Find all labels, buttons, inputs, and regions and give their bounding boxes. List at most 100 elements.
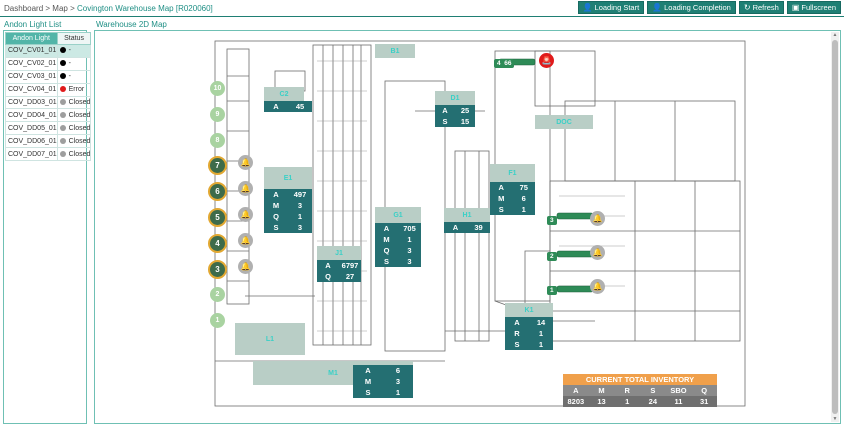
fullscreen-button[interactable]: ▣Fullscreen xyxy=(786,1,841,14)
loading-start-button[interactable]: 👤Loading Start xyxy=(577,1,645,14)
card-key: S xyxy=(514,340,520,349)
card-value: 1 xyxy=(395,388,401,397)
card-key: A xyxy=(452,223,459,232)
alarm-light-icon[interactable]: 🚨 xyxy=(539,53,554,68)
andon-light-icon[interactable]: 🔔 xyxy=(238,207,253,222)
status-dot-icon xyxy=(59,150,66,157)
breadcrumb-current: Covington Warehouse Map [R020060] xyxy=(76,4,213,13)
dock-door-6[interactable]: 6 xyxy=(208,182,227,202)
user-icon: 👤 xyxy=(582,2,593,12)
breadcrumb-dashboard[interactable]: Dashboard xyxy=(4,4,44,13)
status-dot-icon xyxy=(59,111,66,118)
conveyor-chip[interactable]: 1 xyxy=(547,286,557,295)
andon-light-icon[interactable]: 🔔 xyxy=(590,245,605,260)
andon-list-title: Andon Light List xyxy=(4,20,62,29)
dock-door-10[interactable]: 10 xyxy=(210,81,225,96)
dock-door-9[interactable]: 9 xyxy=(210,106,225,122)
card-value: 497 xyxy=(293,190,307,199)
card-value: 14 xyxy=(536,318,546,327)
card-key: S xyxy=(273,223,279,232)
dock-door-7[interactable]: 7 xyxy=(208,156,227,176)
scroll-up-icon[interactable]: ▲ xyxy=(832,32,838,38)
inventory-value-cell: 11 xyxy=(674,397,683,406)
inventory-header-cell: R xyxy=(624,386,630,395)
andon-row[interactable]: COV_CV02_01- xyxy=(5,56,92,71)
conveyor-chip[interactable]: 2 xyxy=(547,252,557,261)
andon-light-name: COV_CV04_01 xyxy=(5,82,58,97)
conveyor-chip[interactable]: 3 xyxy=(547,216,557,225)
dock-door-2[interactable]: 2 xyxy=(210,287,225,303)
zone-block: L1 xyxy=(235,323,305,355)
card-value: 1 xyxy=(538,340,544,349)
andon-light-icon[interactable]: 🔔 xyxy=(590,279,605,294)
dock-door-3[interactable]: 3 xyxy=(208,259,227,279)
dock-chip[interactable]: 4 66 xyxy=(494,59,515,68)
andon-row[interactable]: COV_CV03_01- xyxy=(5,69,92,84)
col-status[interactable]: Status xyxy=(56,32,92,45)
breadcrumb: Dashboard > Map > Covington Warehouse Ma… xyxy=(4,4,213,13)
zone-block: F1 xyxy=(490,164,535,182)
loading-start-label: Loading Start xyxy=(594,3,640,12)
andon-light-icon[interactable]: 🔔 xyxy=(238,181,253,196)
card-value: 45 xyxy=(295,102,305,111)
andon-light-icon[interactable]: 🔔 xyxy=(590,211,605,226)
map-scrollbar[interactable]: ▲ ▼ xyxy=(831,32,839,422)
inventory-header-cell: Q xyxy=(701,386,708,395)
andon-list-panel: Andon Light Status COV_CV01_01-COV_CV02_… xyxy=(3,30,92,424)
dock-door-5[interactable]: 5 xyxy=(208,208,227,227)
andon-status-text: - xyxy=(68,60,71,68)
inventory-value-cell: 13 xyxy=(597,397,606,406)
andon-light-name: COV_CV01_01 xyxy=(5,44,58,58)
andon-light-icon[interactable]: 🔔 xyxy=(238,155,253,170)
andon-light-icon[interactable]: 🔔 xyxy=(238,259,253,274)
dock-door-1[interactable]: 1 xyxy=(210,313,225,329)
andon-row[interactable]: COV_CV01_01- xyxy=(5,44,92,58)
dock-door-8[interactable]: 8 xyxy=(210,132,225,148)
zone-block: DOC xyxy=(535,115,593,129)
breadcrumb-map[interactable]: Map xyxy=(52,4,68,13)
card-value: 3 xyxy=(297,223,303,232)
status-dot-icon xyxy=(59,47,66,54)
col-andon-light[interactable]: Andon Light xyxy=(5,32,58,45)
scroll-down-icon[interactable]: ▼ xyxy=(832,416,838,422)
inventory-header-cell: S xyxy=(650,386,656,395)
andon-status: - xyxy=(56,56,92,71)
inventory-title: CURRENT TOTAL INVENTORY xyxy=(563,374,717,385)
scroll-thumb[interactable] xyxy=(832,40,838,414)
refresh-icon: ↻ xyxy=(743,2,751,12)
refresh-button[interactable]: ↻Refresh xyxy=(738,1,784,14)
dock-door-4[interactable]: 4 xyxy=(208,233,227,253)
card-value: 1 xyxy=(297,212,303,221)
zone-block: E1 xyxy=(264,167,312,189)
status-dot-icon xyxy=(59,73,66,80)
andon-status-text: Closed xyxy=(68,150,91,158)
andon-light-icon[interactable]: 🔔 xyxy=(238,233,253,248)
loading-completion-button[interactable]: 👤Loading Completion xyxy=(647,1,736,14)
refresh-label: Refresh xyxy=(752,3,779,12)
card-value: 6 xyxy=(521,194,526,203)
